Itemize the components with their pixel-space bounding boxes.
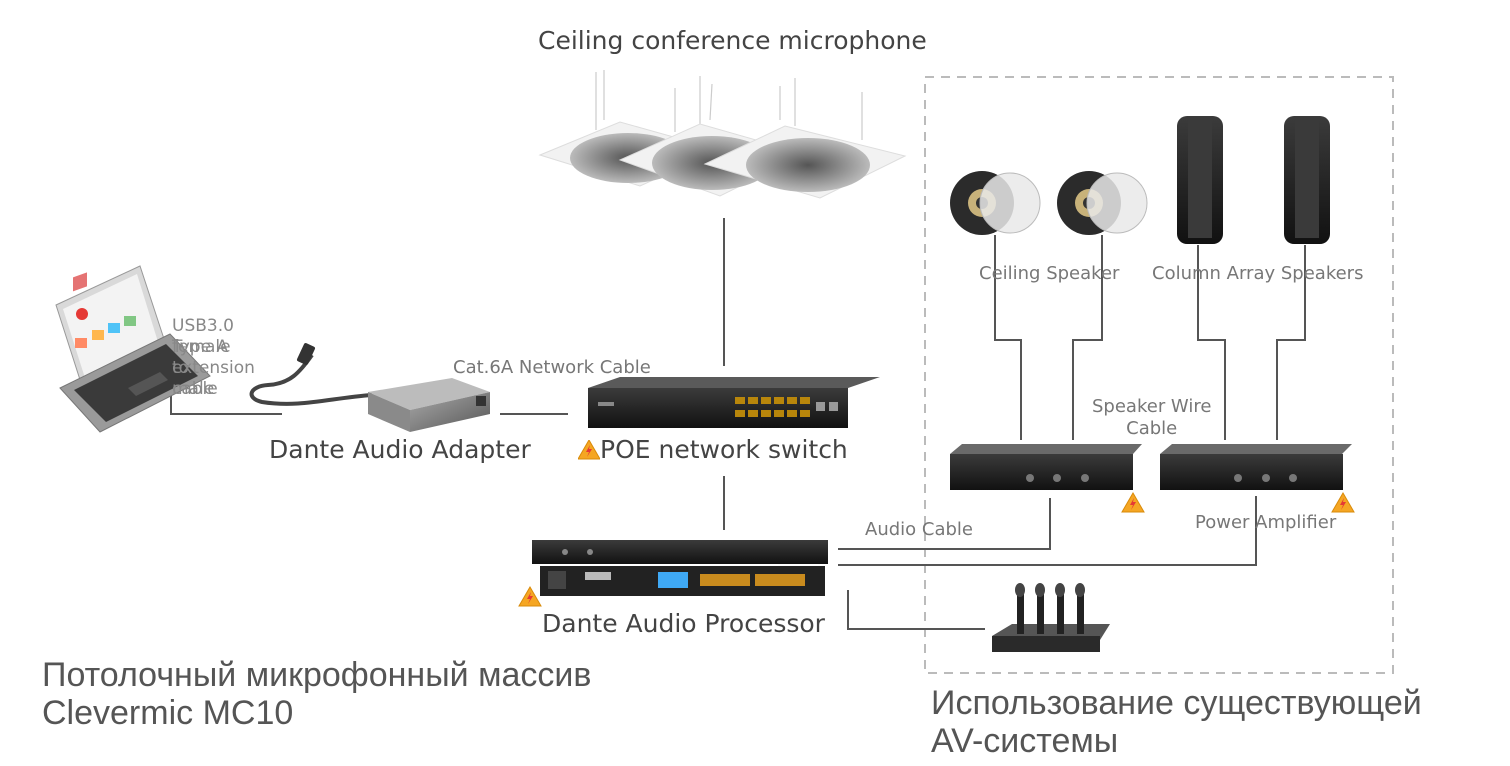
speaker-wire-label: Speaker Wire Cable xyxy=(1092,396,1211,440)
usb-cable-label-line3: extension cable xyxy=(172,358,255,399)
wireless-microphone-receiver-icon xyxy=(992,583,1110,652)
power-amplifier-label: Power Amplifier xyxy=(1195,512,1337,533)
usb-cable-icon xyxy=(249,353,373,406)
dante-adapter-label: Dante Audio Adapter xyxy=(269,435,531,464)
left-caption-line2: Clevermic MC10 xyxy=(42,694,294,732)
high-voltage-warning-icon xyxy=(578,440,600,460)
ceiling-speaker-icon xyxy=(1057,171,1148,235)
dante-adapter-icon xyxy=(368,378,490,432)
high-voltage-warning-icon xyxy=(518,586,542,607)
laptop-to-adapter-line xyxy=(170,390,282,415)
column-array-label: Column Array Speakers xyxy=(1152,263,1364,284)
usb-plug-icon xyxy=(296,343,316,365)
high-voltage-warning-icon xyxy=(1121,492,1145,513)
speaker2-wire xyxy=(1072,235,1103,440)
audio-processor-icon xyxy=(532,540,828,596)
processor-to-amp2-line xyxy=(838,496,1257,566)
laptop-icon xyxy=(55,265,211,433)
left-caption: Потолочный микрофонный массив Clevermic … xyxy=(42,656,591,732)
av-system-boundary xyxy=(924,76,1394,674)
cat6a-label: Cat.6A Network Cable xyxy=(453,357,651,378)
left-caption-line1: Потолочный микрофонный массив xyxy=(42,656,592,694)
ceiling-microphone-icon xyxy=(538,70,907,199)
column-speaker-icon xyxy=(1177,116,1223,244)
power-amplifier-icon xyxy=(950,444,1142,490)
processor-to-amp1-line xyxy=(838,498,1051,550)
ceiling-mic-label: Ceiling conference microphone xyxy=(538,26,927,55)
column1-wire xyxy=(1197,245,1226,440)
speaker1-wire xyxy=(994,235,1022,440)
ceiling-speaker-icon xyxy=(950,171,1041,235)
connection-lines xyxy=(170,218,1306,630)
right-caption-line2: AV-системы xyxy=(931,722,1119,760)
column2-wire xyxy=(1276,245,1306,440)
audio-cable-label: Audio Cable xyxy=(865,519,973,540)
high-voltage-warning-icon xyxy=(1331,492,1355,513)
usb-cable-label-line2: female to male xyxy=(172,337,231,399)
dante-processor-label: Dante Audio Processor xyxy=(542,609,825,638)
speaker-wire-label-line1: Speaker Wire xyxy=(1092,396,1212,417)
processor-to-wireless-line xyxy=(847,590,985,630)
usb-cable-label-line1: USB3.0 Type A xyxy=(172,316,234,357)
network-switch-icon xyxy=(588,377,880,428)
right-caption-line1: Использование существующей xyxy=(931,684,1422,722)
column-speaker-icon xyxy=(1284,116,1330,244)
poe-switch-label: POE network switch xyxy=(600,435,848,464)
speaker-wire-label-line2: Cable xyxy=(1126,418,1178,439)
ceiling-speaker-label: Ceiling Speaker xyxy=(979,263,1120,284)
poe-switch-label-wrap: POE network switch xyxy=(578,435,848,464)
right-caption: Использование существующей AV-системы xyxy=(931,684,1422,760)
power-amplifier-icon xyxy=(1160,444,1352,490)
